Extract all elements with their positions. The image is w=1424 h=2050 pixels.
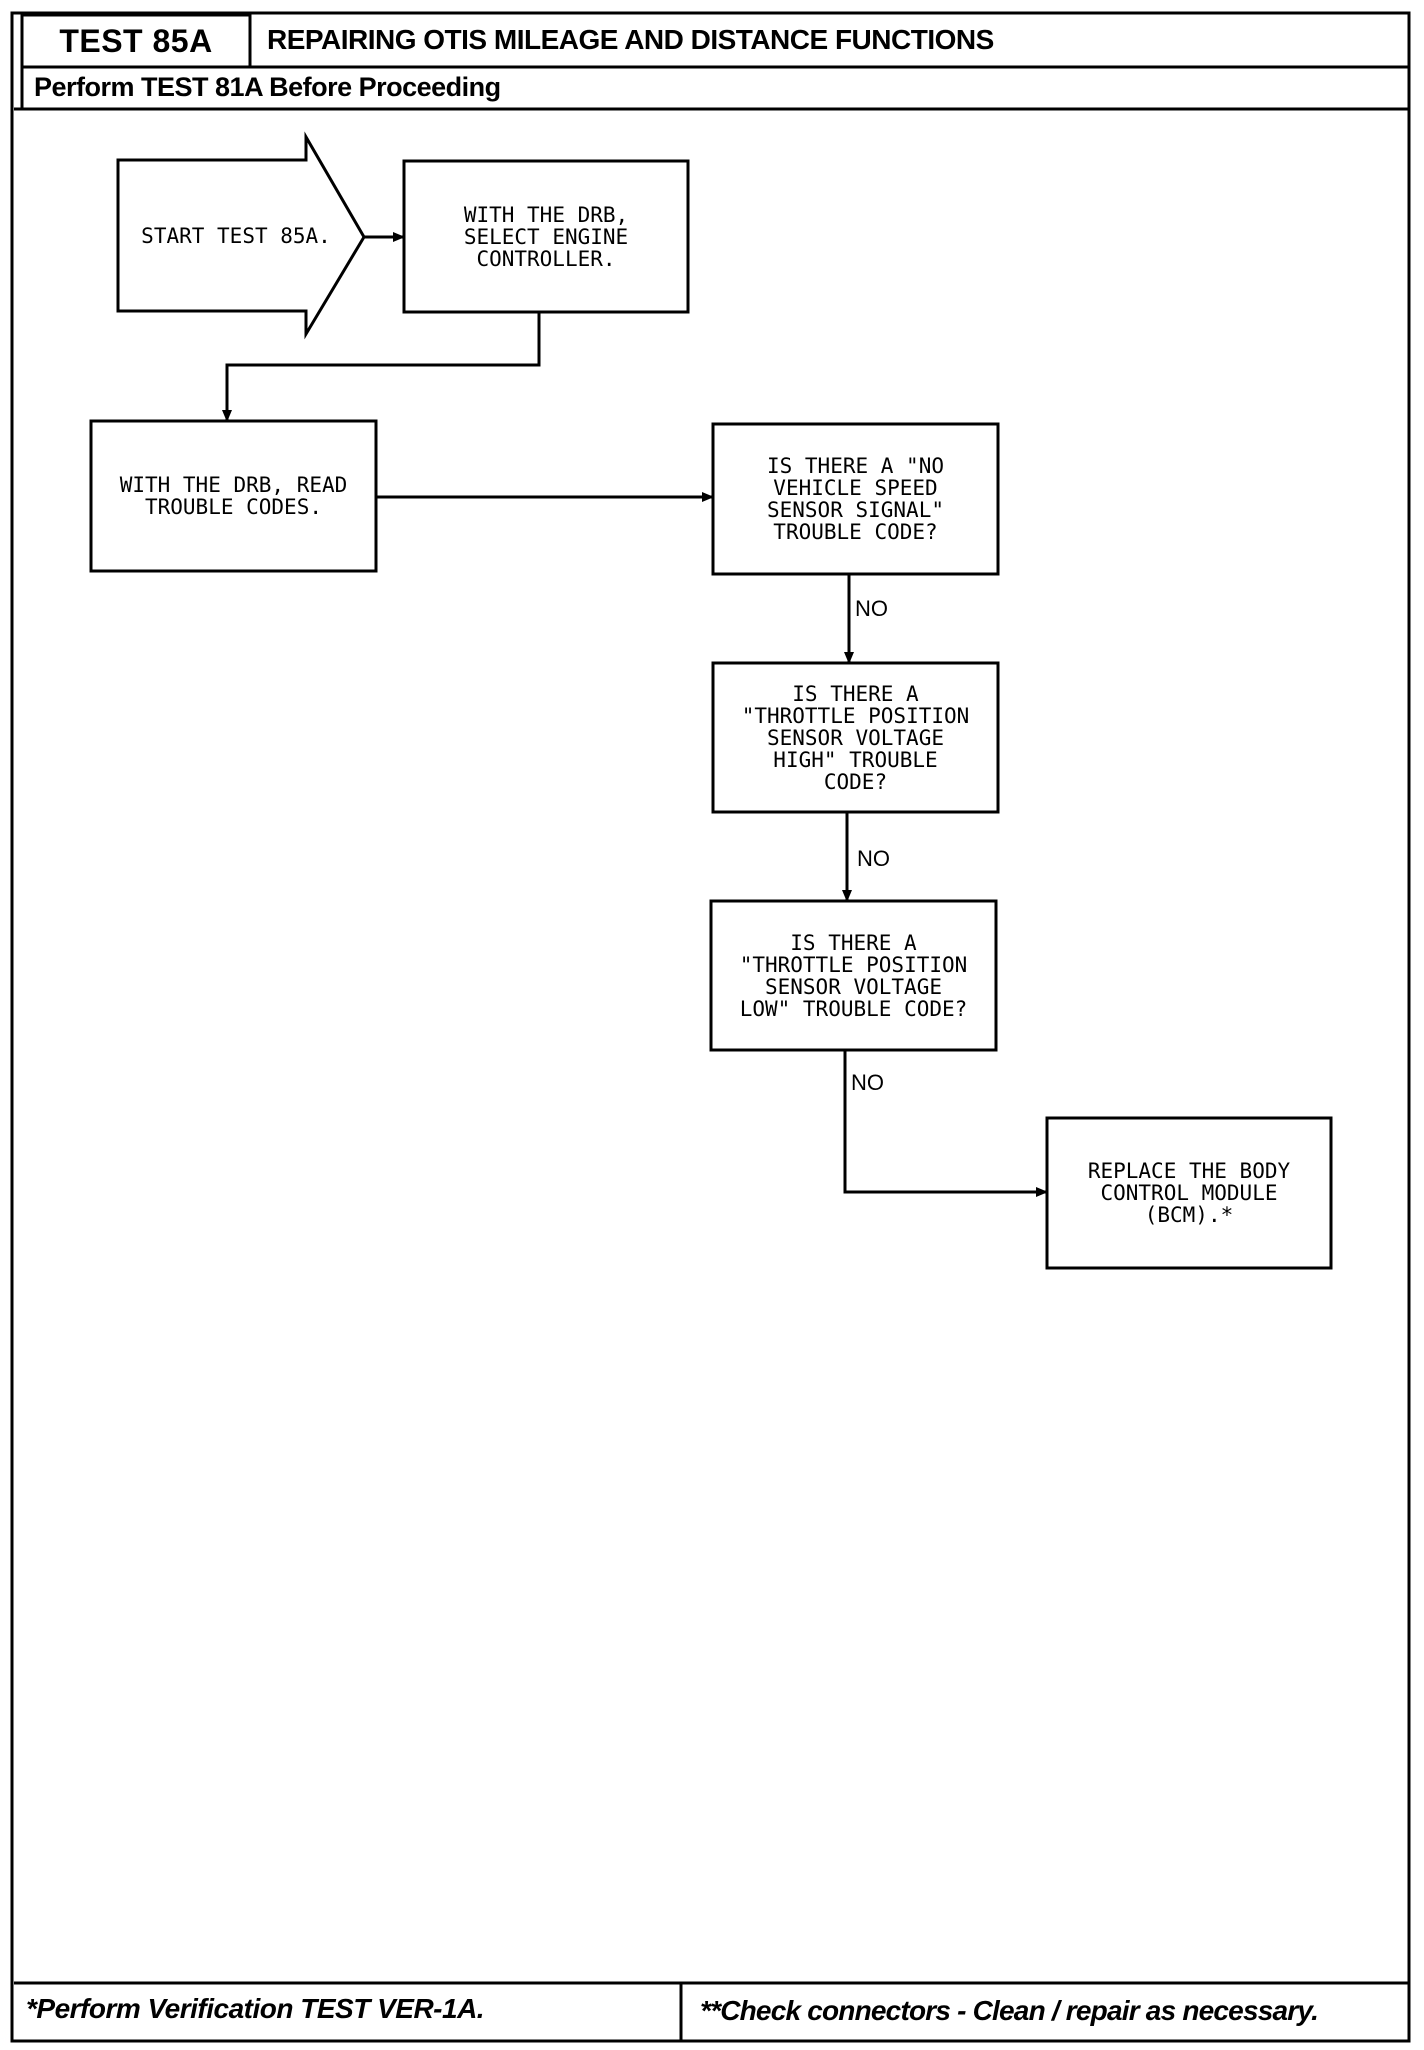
vehicle-speed-question-box	[711, 422, 1000, 576]
vehicle-speed-question-text: IS THERE A "NO VEHICLE SPEED SENSOR SIGN…	[766, 454, 944, 544]
read-codes-text: WITH THE DRB, READ TROUBLE CODES.	[119, 473, 348, 519]
test-id-label: TEST 85A	[59, 22, 213, 59]
edge-label-no-3: NO	[851, 1070, 884, 1095]
select-controller-text: WITH THE DRB, SELECT ENGINE CONTROLLER.	[463, 202, 629, 271]
connectors-note: **Check connectors - Clean / repair as n…	[700, 1995, 1319, 2026]
tps-high-question-box	[711, 661, 1000, 814]
connector-select-to-read	[222, 312, 541, 422]
edge-label-no-2: NO	[857, 846, 890, 871]
verification-note: *Perform Verification TEST VER-1A.	[26, 1993, 485, 2024]
prerequisite-note: Perform TEST 81A Before Proceeding	[34, 72, 501, 102]
replace-bcm-text: REPLACE THE BODY CONTROL MODULE (BCM).*	[1087, 1159, 1291, 1227]
page-border	[10, 11, 1411, 2043]
tps-low-question-text: IS THERE A "THROTTLE POSITION SENSOR VOL…	[739, 930, 968, 1021]
tps-high-question-text: IS THERE A "THROTTLE POSITION SENSOR VOL…	[741, 681, 970, 794]
page-title: REPAIRING OTIS MILEAGE AND DISTANCE FUNC…	[267, 24, 994, 55]
tps-low-question-box	[709, 899, 998, 1052]
connector-q3-to-replace	[843, 1050, 1048, 1197]
start-arrow-shape	[116, 131, 366, 340]
start-label: START TEST 85A.	[141, 224, 331, 248]
replace-bcm-box	[1045, 1116, 1333, 1270]
edge-label-no-1: NO	[855, 596, 888, 621]
